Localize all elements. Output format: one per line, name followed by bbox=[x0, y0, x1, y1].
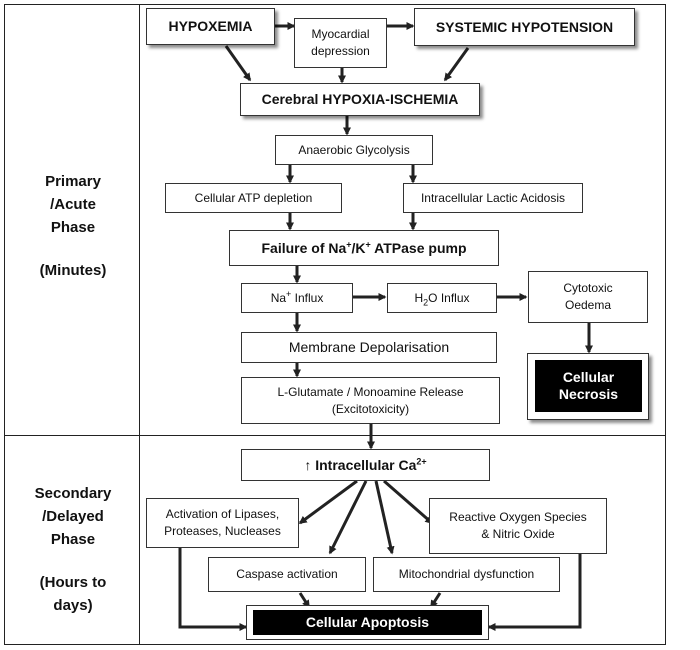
arrow-calcium-ros bbox=[383, 479, 434, 525]
phase-row-divider bbox=[4, 435, 666, 436]
arrow-hypotension-cerebral bbox=[443, 47, 470, 82]
cellular-necrosis-box: Cellular Necrosis bbox=[535, 360, 642, 412]
lipases-label-line2: Proteases, Nucleases bbox=[164, 524, 281, 538]
arrow-calcium-lipases bbox=[298, 479, 358, 525]
systemic-hypotension-box: SYSTEMIC HYPOTENSION bbox=[414, 8, 635, 46]
arrow-ros-apoptosis bbox=[487, 554, 582, 631]
apoptosis-label: Cellular Apoptosis bbox=[305, 614, 430, 630]
h2o-influx-box: H2O Influx bbox=[387, 283, 497, 313]
na-influx-label: Na+ Influx bbox=[270, 288, 324, 305]
hypoxemia-box: HYPOXEMIA bbox=[146, 8, 275, 45]
mitochondrial-dysfunction-box: Mitochondrial dysfunction bbox=[373, 557, 560, 592]
cytotoxic-oedema-box: Cytotoxic Oedema bbox=[528, 271, 648, 323]
lipases-activation-box: Activation of Lipases, Proteases, Nuclea… bbox=[146, 498, 299, 548]
secondary-phase-label: Secondary /Delayed Phase (Hours to days) bbox=[12, 482, 134, 617]
na-influx-box: Na+ Influx bbox=[241, 283, 353, 313]
caspase-activation-box: Caspase activation bbox=[208, 557, 366, 592]
h2o-influx-label: H2O Influx bbox=[414, 290, 470, 307]
lactic-acidosis-label: Intracellular Lactic Acidosis bbox=[420, 190, 566, 205]
primary-phase-line3: Phase bbox=[50, 219, 96, 236]
pump-failure-label: Failure of Na+/K+ ATPase pump bbox=[261, 238, 467, 256]
hypoxemia-label: HYPOXEMIA bbox=[168, 18, 253, 34]
cytotoxic-label-line1: Cytotoxic bbox=[563, 281, 613, 295]
myocardial-depression-box: Myocardial depression bbox=[294, 18, 387, 68]
myocardial-label-line2: depression bbox=[311, 44, 370, 58]
cerebral-hypoxia-box: Cerebral HYPOXIA-ISCHEMIA bbox=[240, 83, 480, 116]
reactive-oxygen-box: Reactive Oxygen Species & Nitric Oxide bbox=[429, 498, 607, 554]
arrow-hypoxemia-cerebral bbox=[224, 45, 252, 82]
secondary-phase-line2: /Delayed bbox=[42, 508, 104, 525]
systemic-hypotension-label: SYSTEMIC HYPOTENSION bbox=[435, 18, 614, 35]
mitochondrial-label: Mitochondrial dysfunction bbox=[398, 567, 535, 581]
cellular-apoptosis-box: Cellular Apoptosis bbox=[253, 610, 482, 635]
pump-failure-box: Failure of Na+/K+ ATPase pump bbox=[229, 230, 499, 266]
primary-phase-time: (Minutes) bbox=[39, 262, 107, 279]
glutamate-label-line2: (Excitotoxicity) bbox=[331, 401, 410, 416]
cerebral-hypoxia-label: Cerebral HYPOXIA-ISCHEMIA bbox=[261, 91, 459, 107]
secondary-phase-time1: (Hours to bbox=[39, 574, 107, 591]
anaerobic-glycolysis-label: Anaerobic Glycolysis bbox=[298, 142, 410, 157]
membrane-depolarisation-label: Membrane Depolarisation bbox=[288, 339, 450, 355]
intracellular-calcium-box: ↑ Intracellular Ca2+ bbox=[241, 449, 490, 481]
membrane-depolarisation-box: Membrane Depolarisation bbox=[241, 332, 497, 363]
caspase-label: Caspase activation bbox=[236, 567, 338, 581]
necrosis-label-line2: Necrosis bbox=[558, 386, 619, 402]
secondary-phase-line3: Phase bbox=[50, 531, 96, 548]
lactic-acidosis-box: Intracellular Lactic Acidosis bbox=[403, 183, 583, 213]
arrow-calcium-mitochondrial bbox=[374, 480, 395, 555]
anaerobic-glycolysis-box: Anaerobic Glycolysis bbox=[275, 135, 433, 165]
ros-label-line1: Reactive Oxygen Species bbox=[449, 510, 587, 524]
glutamate-label-line1: L-Glutamate / Monoamine Release bbox=[277, 384, 464, 399]
glutamate-release-box: L-Glutamate / Monoamine Release (Excitot… bbox=[241, 377, 500, 424]
myocardial-label-line1: Myocardial bbox=[311, 27, 370, 41]
cytotoxic-label-line2: Oedema bbox=[564, 298, 612, 312]
arrow-calcium-caspase bbox=[328, 480, 368, 555]
necrosis-label-line1: Cellular bbox=[562, 369, 615, 385]
arrow-lipases-apoptosis bbox=[178, 548, 248, 631]
diagram-frame bbox=[4, 4, 666, 645]
primary-phase-label: Primary /Acute Phase (Minutes) bbox=[12, 170, 134, 282]
atp-depletion-box: Cellular ATP depletion bbox=[165, 183, 342, 213]
arrow-mitochondrial-apoptosis bbox=[429, 592, 442, 609]
lipases-label-line1: Activation of Lipases, bbox=[165, 507, 280, 521]
arrow-caspase-apoptosis bbox=[298, 592, 311, 609]
phase-column-divider bbox=[139, 4, 140, 645]
ros-label-line2: & Nitric Oxide bbox=[481, 527, 555, 541]
secondary-phase-line1: Secondary bbox=[34, 485, 112, 502]
primary-phase-line1: Primary bbox=[45, 173, 101, 190]
primary-phase-line2: /Acute bbox=[50, 196, 96, 213]
intracellular-calcium-label: ↑ Intracellular Ca2+ bbox=[304, 455, 427, 473]
atp-depletion-label: Cellular ATP depletion bbox=[194, 190, 313, 205]
secondary-phase-time2: days) bbox=[53, 597, 93, 614]
